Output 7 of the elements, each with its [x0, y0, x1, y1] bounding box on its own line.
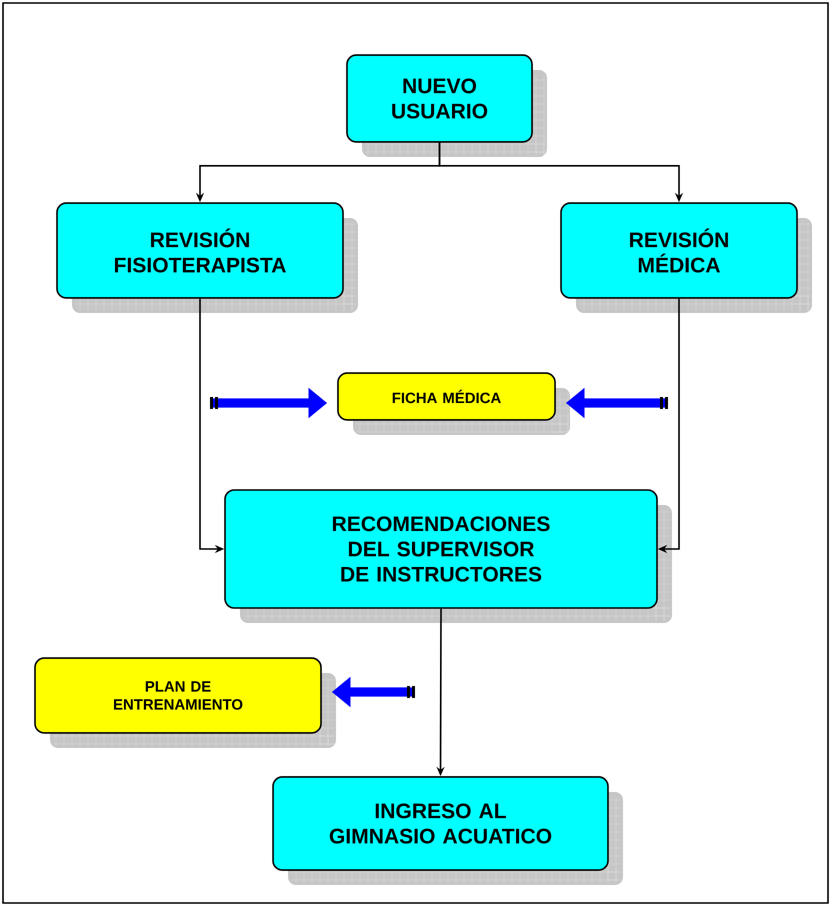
process-box: REVISIÓN FISIOTERAPISTA [56, 202, 358, 313]
process-box: RECOMENDACIONES DEL SUPERVISOR DE INSTRUCTORES [224, 489, 672, 623]
process-box: REVISIÓN MÉDICA [560, 202, 812, 313]
document-box: PLAN DE ENTRENAMIENTO [34, 657, 336, 748]
process-box: INGRESO AL GIMNASIO ACUATICO [272, 776, 623, 886]
process-box: NUEVO USUARIO [346, 54, 547, 157]
document-box: FICHA MÉDICA [337, 372, 570, 435]
